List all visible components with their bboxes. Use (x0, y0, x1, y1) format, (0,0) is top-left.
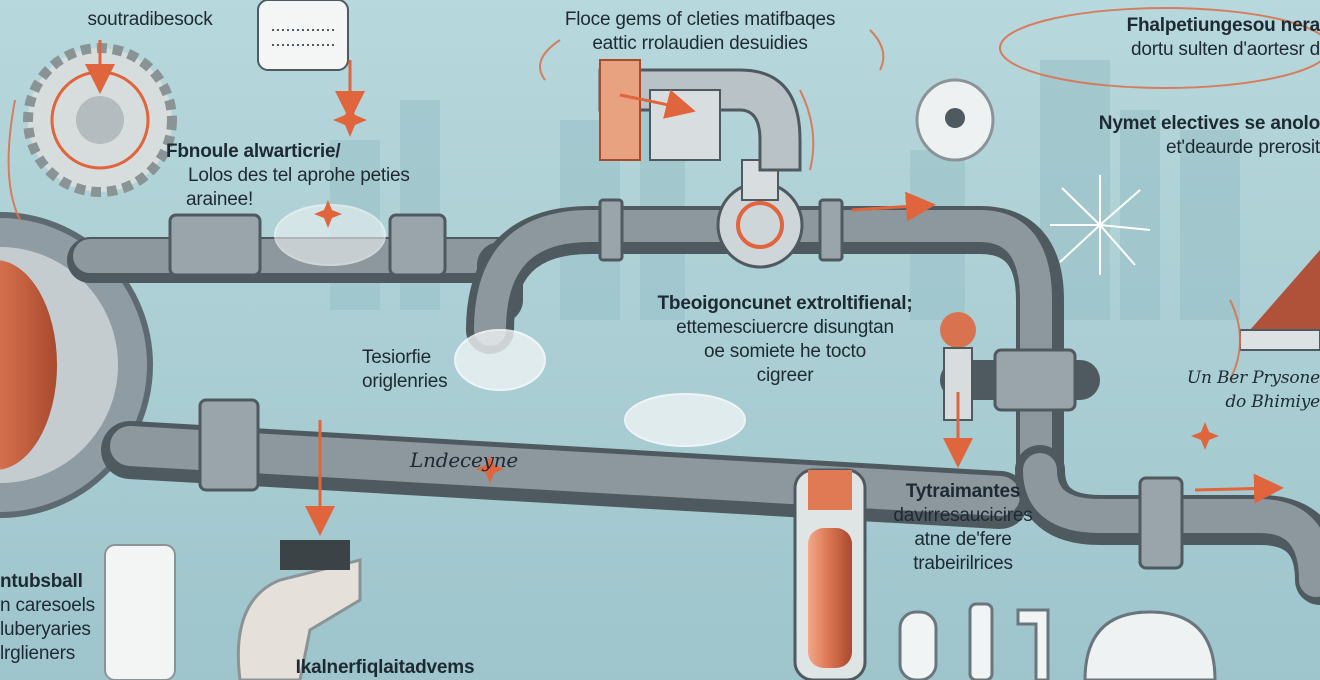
fan-grille-icon (1083, 610, 1217, 680)
label-top-center-line1: eattic rrolaudien desuidies (592, 33, 808, 54)
gear-icon (23, 40, 177, 197)
faucet-icon (898, 602, 1050, 680)
label-bottom-left: ntubsball n caresoels luberyaries lrglie… (0, 570, 130, 666)
pipe-flanges (168, 198, 1184, 570)
sketch-strokes (7, 7, 1320, 381)
sensor-bulb-icon (915, 78, 995, 162)
label-lower-right-line1: davirresaucicires (893, 505, 1033, 526)
roof-ledge (1239, 329, 1320, 351)
pressure-regulator-icon (940, 312, 976, 421)
roof-shape (1250, 250, 1320, 330)
pipe-elbow-fitting (598, 59, 802, 172)
label-left-mid-title: Fbnoule alwarticrie/ (166, 141, 341, 162)
label-mid-right: Nymet electives se anolo et'deaurde prer… (1040, 112, 1320, 160)
label-center-line2: oe somiete he tocto (703, 341, 867, 362)
label-bottom-left-title: ntubsball (0, 571, 83, 592)
label-right-script-line1: Un Ber Prysone (1186, 368, 1320, 388)
label-center-line3: cigreer (756, 365, 814, 386)
pressure-gauge-icon (257, 0, 349, 71)
label-top-center-title: Floce gems of cleties matifbaqes (564, 9, 836, 30)
label-left-mid: Fbnoule alwarticrie/ Lolos des tel aproh… (166, 140, 466, 212)
label-bottom-left-line1: n caresoels (0, 595, 95, 616)
label-lower-right-line2: atne de'fere (914, 529, 1012, 550)
label-bottom-center: Ikalnerfiqlaitadvems (270, 656, 500, 680)
label-top-right-title: Fhalpetiungesou nera (1126, 15, 1320, 36)
label-center-left-line1: Tesiorfie (362, 347, 431, 368)
label-top-right: Fhalpetiungesou nera dortu sulten d'aort… (1040, 14, 1320, 62)
outlet-pipe (236, 558, 362, 680)
label-bottom-left-line3: lrglieners (0, 643, 76, 664)
label-lower-right-title: Tytraimantes (905, 481, 1021, 502)
label-bottom-center-title: Ikalnerfiqlaitadvems (295, 657, 475, 678)
label-mid-right-line1: et'deaurde prerosit (1165, 137, 1320, 158)
label-right-script: Un Ber Prysone do Bhimiye (1160, 366, 1320, 414)
label-bottom-left-line2: luberyaries (0, 619, 91, 640)
burst-icon (314, 103, 1219, 483)
label-top-right-line1: dortu sulten d'aortesr d (1131, 39, 1320, 60)
label-center-line1: ettemesciuercre disungtan (676, 317, 894, 338)
label-script: Lndeceyne (410, 448, 550, 472)
label-script-line1: Lndeceyne (410, 448, 519, 472)
label-center: Tbeoigoncunet extroltifienal; ettemesciu… (620, 292, 950, 388)
filter-cartridge-icon (793, 468, 867, 680)
label-left-mid-line1: Lolos des tel aprohe peties (188, 165, 410, 186)
label-right-script-line2: do Bhimiye (1225, 392, 1320, 412)
label-top-center: Floce gems of cleties matifbaqes eattic … (520, 8, 880, 56)
valve-handle (280, 540, 350, 570)
label-lower-right: Tytraimantes davirresaucicires atne de'f… (878, 480, 1048, 576)
label-center-left-line2: origlenries (362, 371, 448, 392)
label-left-mid-line2: arainee! (186, 189, 254, 210)
flow-arrow-icon (305, 60, 1284, 536)
label-center-title: Tbeoigoncunet extroltifienal; (657, 293, 913, 314)
label-mid-right-title: Nymet electives se anolo (1098, 113, 1320, 134)
label-top-left: soutradibesock (60, 8, 240, 32)
burst-icon (1050, 175, 1151, 275)
label-center-left: Tesiorfie origlenries (362, 346, 482, 394)
label-top-left-line1: soutradibesock (87, 9, 213, 30)
spring-coil-icon (104, 544, 176, 680)
label-lower-right-line3: trabeirilrices (913, 553, 1013, 574)
